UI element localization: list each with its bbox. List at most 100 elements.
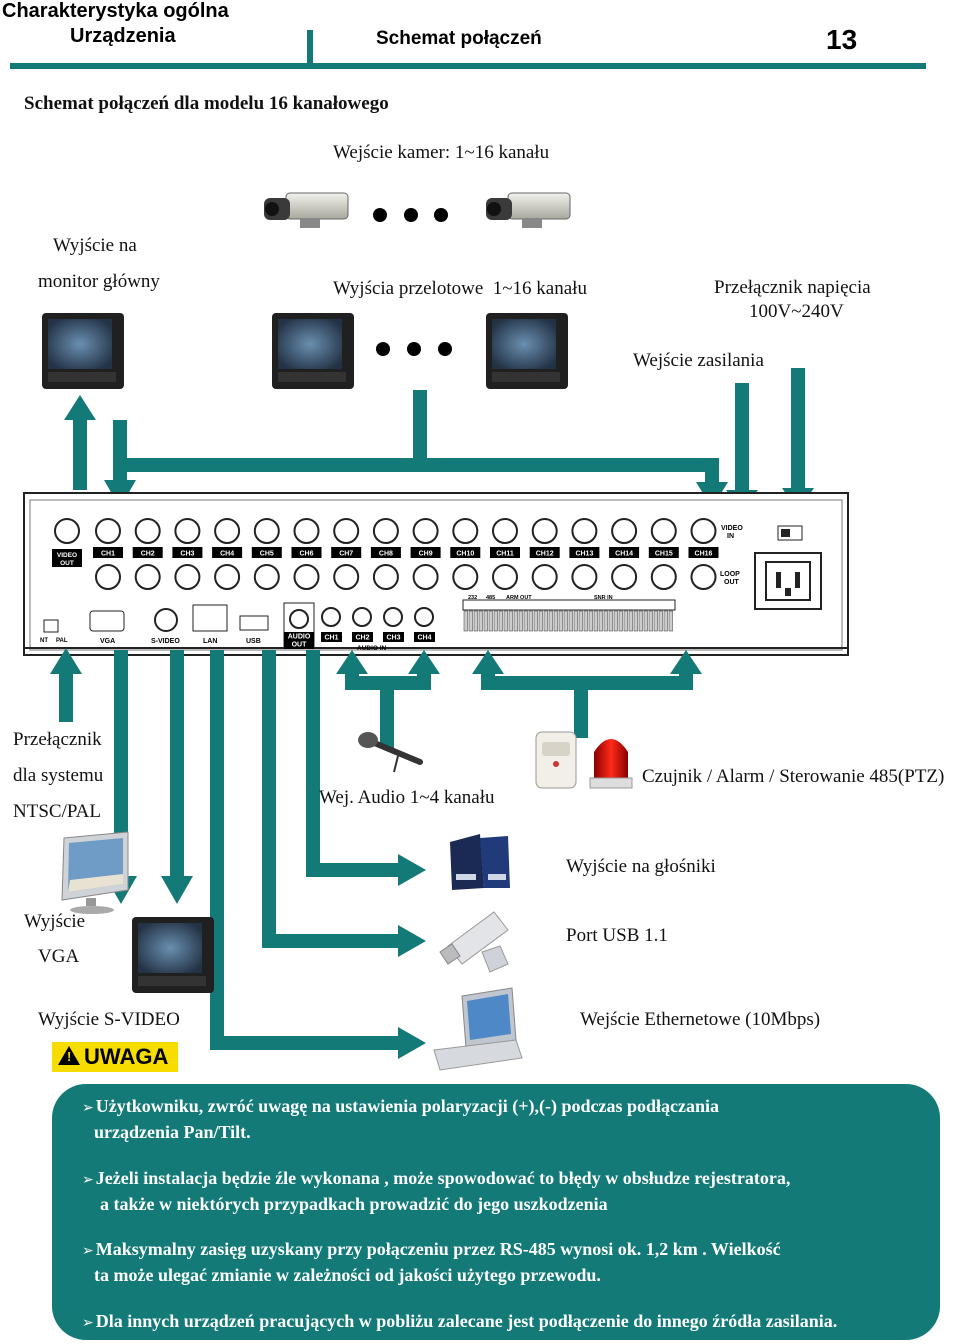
- speaker-icon: [450, 834, 510, 890]
- ntsc-label: NT: [40, 638, 48, 644]
- bnc-connector: [690, 518, 717, 544]
- channel-label: CH7: [331, 547, 362, 558]
- svg-text:VIDEO: VIDEO: [57, 552, 77, 559]
- bullet-arrow-icon: ➢: [82, 1172, 94, 1188]
- bnc-connector: [174, 564, 201, 590]
- label-vga-line2: VGA: [38, 946, 80, 967]
- lan-label: LAN: [203, 638, 217, 645]
- label-ethernet-input: Wejście Ethernetowe (10Mbps): [580, 1009, 821, 1030]
- svg-text:OUT: OUT: [60, 560, 74, 567]
- label-vga-line1: Wyjście: [24, 911, 86, 932]
- rs232-label: 232: [468, 595, 477, 601]
- usb-stick-icon: [439, 911, 509, 973]
- svg-text:CH1: CH1: [101, 551, 115, 558]
- bnc-connector: [54, 518, 80, 544]
- audio-out-label: AUDIO: [284, 632, 314, 641]
- bottom-connectors: [43, 602, 315, 648]
- ellipsis-dots: [373, 208, 452, 356]
- bnc-connector: [571, 564, 598, 590]
- header-section-line1: Charakterystyka ogólna: [2, 0, 229, 22]
- bnc-connector: [492, 564, 518, 590]
- svg-text:CH12: CH12: [536, 551, 554, 558]
- warning-badge: !UWAGA: [52, 1042, 178, 1072]
- bnc-connector: [571, 518, 598, 544]
- bnc-connector: [611, 518, 638, 544]
- vga-label: VGA: [100, 638, 115, 645]
- note-item: ➢Użytkowniku, zwróć uwagę na ustawienia …: [82, 1096, 719, 1142]
- label-voltage-switch-line2: 100V~240V: [749, 301, 844, 322]
- channel-label: CH11: [490, 547, 520, 558]
- svg-text:CH2: CH2: [141, 551, 155, 558]
- warning-icon: !: [58, 1046, 80, 1065]
- bullet-arrow-icon: ➢: [82, 1100, 94, 1116]
- label-usb-port: Port USB 1.1: [566, 925, 668, 946]
- s-video-label: S-VIDEO: [151, 638, 180, 645]
- bnc-connector: [214, 518, 241, 544]
- loop-out-label: LOOP: [720, 571, 740, 578]
- svg-text:CH6: CH6: [299, 551, 313, 558]
- bnc-connector: [452, 564, 479, 590]
- bnc-connector: [95, 564, 121, 590]
- rs485-label: 485: [486, 595, 495, 601]
- channel-label: CH5: [251, 547, 282, 558]
- bnc-connector: [95, 518, 121, 544]
- channel-label: CH14: [609, 547, 640, 558]
- monitor-icon: [272, 313, 354, 389]
- label-main-monitor-line1: Wyjście na: [53, 235, 137, 256]
- note-item: ➢Maksymalny zasięg uzyskany przy połącze…: [82, 1239, 781, 1285]
- svg-text:CH1: CH1: [324, 635, 338, 642]
- bnc-connector: [531, 518, 558, 544]
- diagram-title: Schemat połączeń dla modelu 16 kanałoweg…: [24, 93, 389, 114]
- monitor-icon: [486, 313, 568, 389]
- loop-out-label: OUT: [724, 579, 740, 586]
- svg-text:CH9: CH9: [419, 551, 433, 558]
- label-audio-input: Wej. Audio 1~4 kanału: [319, 787, 495, 808]
- monitor-icon: [42, 313, 124, 389]
- rca-connector: [352, 607, 372, 627]
- bnc-connector: [174, 518, 201, 544]
- svg-text:CH15: CH15: [655, 551, 673, 558]
- svg-text:CH7: CH7: [339, 551, 353, 558]
- audio-channel-label: CH2: [352, 632, 373, 642]
- channel-label: CH12: [529, 547, 560, 558]
- header-chapter: Schemat połączeń: [376, 28, 542, 49]
- label-speaker-output: Wyjście na głośniki: [566, 856, 716, 877]
- label-power-input: Wejście zasilania: [633, 350, 764, 371]
- page-number: 13: [826, 24, 858, 55]
- bnc-connector: [134, 564, 161, 590]
- channel-label: CH3: [172, 547, 203, 558]
- svg-text:CH14: CH14: [615, 551, 633, 558]
- bnc-connector: [492, 518, 518, 544]
- channel-label: CH1: [93, 547, 123, 558]
- note-item: ➢Dla innych urządzeń pracujących w pobli…: [82, 1311, 838, 1331]
- label-camera-input: Wejście kamer: 1~16 kanału: [333, 142, 550, 163]
- alarm-siren-icon: [589, 739, 633, 789]
- svg-text:CH16: CH16: [695, 551, 713, 558]
- audio-channel-label: CH4: [414, 632, 435, 642]
- bnc-connector: [253, 518, 280, 544]
- audio-in-label: AUDIO IN: [357, 645, 387, 652]
- svg-text:CH4: CH4: [220, 551, 234, 558]
- svg-text:CH5: CH5: [260, 551, 274, 558]
- video-in-label: VIDEO: [721, 525, 743, 532]
- video-in-label: IN: [727, 533, 734, 540]
- svg-text:CH2: CH2: [355, 635, 369, 642]
- warning-label: UWAGA: [84, 1044, 169, 1069]
- bnc-connector: [531, 564, 558, 590]
- bnc-connector: [372, 564, 399, 590]
- bnc-connector: [412, 564, 439, 590]
- terminal-block: [462, 599, 676, 632]
- pal-label: PAL: [56, 638, 68, 644]
- svg-text:CH3: CH3: [180, 551, 194, 558]
- label-svideo-output: Wyjście S-VIDEO: [38, 1009, 180, 1030]
- svg-text:CH10: CH10: [456, 551, 474, 558]
- channel-label: CH2: [132, 547, 163, 558]
- lcd-monitor-icon: [61, 831, 129, 914]
- power-socket: [754, 525, 822, 610]
- audio-channel-label: CH3: [383, 632, 404, 642]
- bnc-connector: [690, 564, 717, 590]
- header-rule: [10, 63, 926, 69]
- svg-text:CH4: CH4: [417, 635, 431, 642]
- top-arrows: [64, 368, 814, 512]
